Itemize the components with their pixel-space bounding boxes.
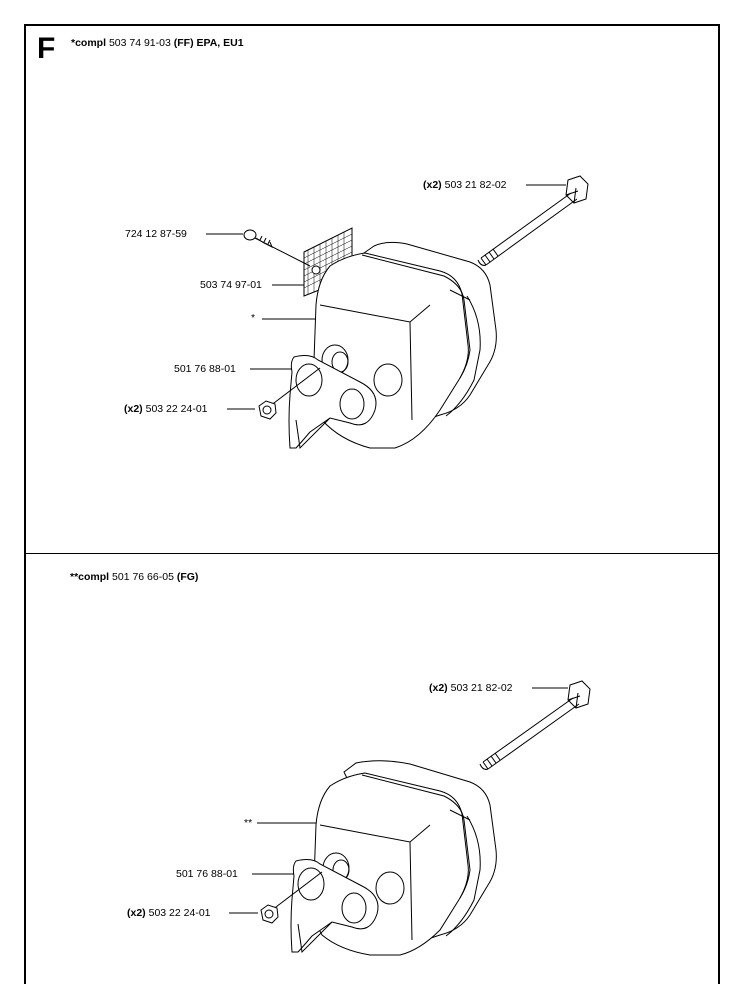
- screw-top: [244, 230, 310, 266]
- label-screen-top: 503 74 97-01: [200, 279, 262, 291]
- title-suffix: (FG): [176, 571, 199, 583]
- label-plate-bottom: 501 76 88-01: [176, 868, 238, 880]
- title-number: 501 76 66-05: [112, 571, 174, 583]
- label-bolt-bottom: (x2) 503 21 82-02: [429, 682, 513, 694]
- page-frame: [24, 24, 720, 984]
- muffler-assembly-top: [206, 176, 588, 448]
- title-prefix: *compl: [71, 37, 107, 49]
- label-bolt-top: (x2) 503 21 82-02: [423, 179, 507, 191]
- label-muffler-bottom: **: [244, 817, 253, 829]
- label-muffler-top: *: [251, 312, 256, 324]
- label-screw-top: 724 12 87-59: [125, 228, 187, 240]
- assembly-title-bottom: **compl 501 76 66-05 (FG): [70, 572, 198, 583]
- muffler-assembly-bottom: [229, 681, 590, 955]
- nut-bottom: [261, 872, 322, 923]
- title-suffix: (FF) EPA, EU1: [173, 37, 244, 49]
- muffler-body-top: [314, 242, 497, 448]
- section-letter: F: [37, 32, 56, 65]
- title-prefix: **compl: [70, 571, 110, 583]
- assembly-title-top: *compl 503 74 91-03 (FF) EPA, EU1: [71, 38, 244, 49]
- label-plate-top: 501 76 88-01: [174, 363, 236, 375]
- title-number: 503 74 91-03: [108, 37, 171, 49]
- label-nut-top: (x2) 503 22 24-01: [124, 403, 208, 415]
- label-nut-bottom: (x2) 503 22 24-01: [127, 907, 211, 919]
- bolt-top: [478, 176, 588, 265]
- bolt-bottom: [480, 681, 590, 769]
- parts-illustration: [0, 0, 750, 962]
- muffler-body-bottom: [314, 761, 497, 955]
- section-divider: [24, 553, 720, 554]
- nut-top: [259, 368, 320, 419]
